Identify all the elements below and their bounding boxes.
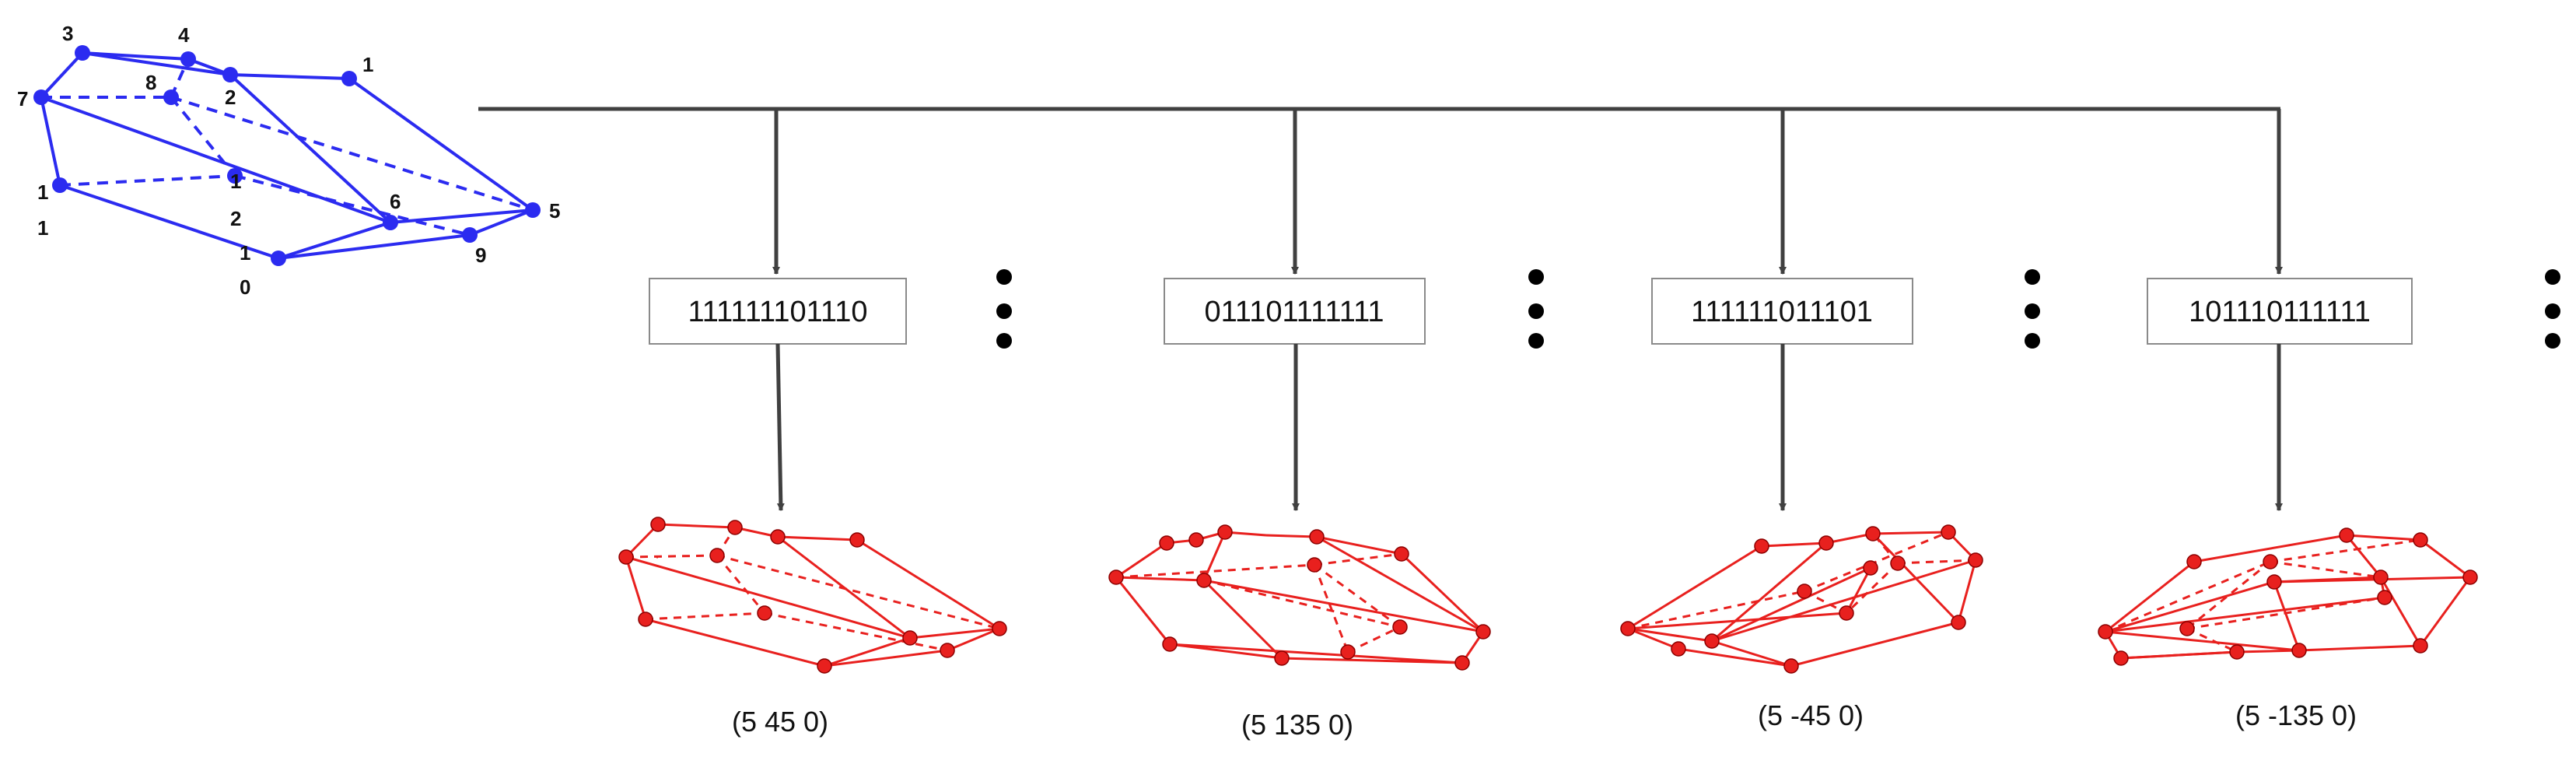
branch-2: 011101111111 xyxy=(1108,109,1544,741)
pose-label: (5 -45 0) xyxy=(1758,699,1864,731)
code-box xyxy=(1651,278,1913,345)
vertex-label: 1 xyxy=(240,241,250,265)
result-mesh xyxy=(1620,524,1983,674)
code-label: 111111011101 xyxy=(1691,296,1873,328)
branch-4: 101110111111 xyxy=(2098,109,2560,731)
vertex-label: 7 xyxy=(17,87,28,110)
vertex-label: 6 xyxy=(390,190,401,213)
vertex-label: 8 xyxy=(145,71,156,94)
pose-label: (5 135 0) xyxy=(1241,709,1353,741)
vertex-label: 1 xyxy=(362,53,373,76)
result-mesh xyxy=(618,517,1007,674)
code-label: 011101111111 xyxy=(1204,296,1384,328)
code-box xyxy=(649,278,907,345)
ellipsis-dots-icon xyxy=(2545,269,2560,349)
vertex-label: 2 xyxy=(225,86,236,109)
vertex-label: 9 xyxy=(475,244,486,267)
branch-3: 111111011101 xyxy=(1620,109,2040,731)
vertex-label: 5 xyxy=(549,199,560,223)
ellipsis-dots-icon xyxy=(1528,269,1544,349)
code-label: 111111101110 xyxy=(688,296,867,328)
branch-1: 111111101110 xyxy=(618,109,1012,738)
vertex-label: 3 xyxy=(62,22,73,45)
pose-label: (5 -135 0) xyxy=(2235,699,2357,731)
result-mesh xyxy=(1108,524,1491,671)
pose-label: (5 45 0) xyxy=(732,706,828,738)
arrow-down-icon xyxy=(775,343,785,511)
vertex-label: 1 xyxy=(37,180,48,204)
vertex-label: 2 xyxy=(230,207,241,230)
code-label: 101110111111 xyxy=(2189,296,2371,328)
vertex-label: 0 xyxy=(240,275,250,299)
vertex-label: 1 xyxy=(230,170,241,193)
ellipsis-dots-icon xyxy=(2025,269,2040,349)
code-box xyxy=(1164,278,1426,345)
result-mesh xyxy=(2098,527,2478,666)
ellipsis-dots-icon xyxy=(996,269,1012,349)
vertex-label: 1 xyxy=(37,216,48,240)
source-mesh xyxy=(33,45,541,266)
vertex-labels: 3 4 1 7 8 2 1 1 1 2 6 5 9 1 0 xyxy=(17,22,560,299)
vertex-label: 4 xyxy=(178,23,190,47)
